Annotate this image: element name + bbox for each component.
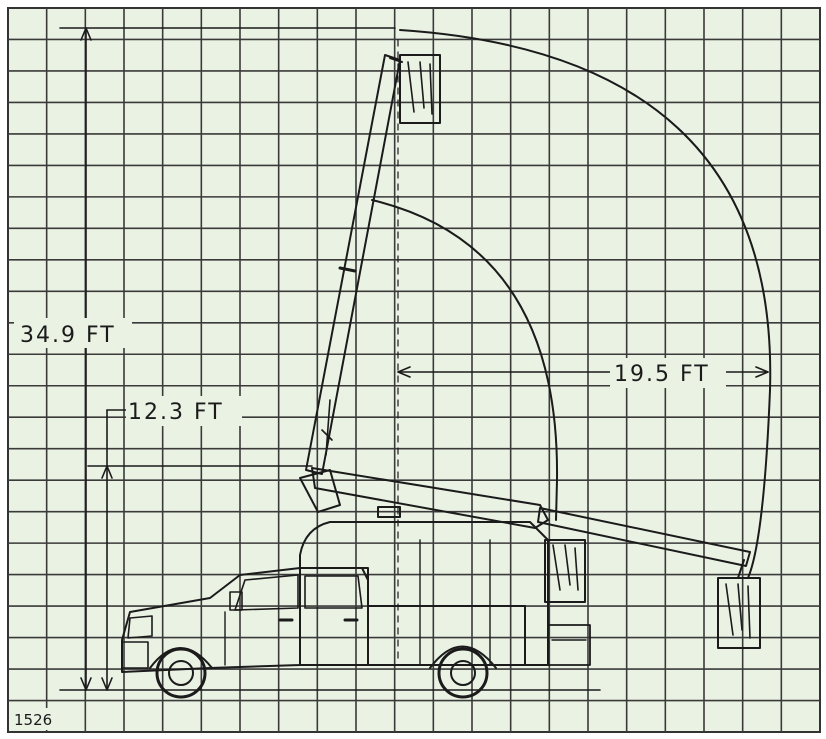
extended-bucket-mount [737,559,745,579]
horizontal-boom-arm [311,467,549,529]
reach-arrow-right [755,366,769,378]
boom-turret [299,469,341,513]
reach-label-bg [610,358,726,388]
raised-bucket [399,54,441,124]
front-wheel [155,647,207,699]
dimension-labels: 34.9 FT 12.3 FT 19.5 FT 1526 [12,318,726,730]
reach-envelope [371,29,772,579]
grid [8,8,820,732]
service-body-canopy [299,521,549,666]
raised-bucket-hatching [407,61,433,115]
drawing-number-bg [12,708,60,730]
rear-wheel [437,647,489,699]
reach-label: 19.5 FT [614,362,710,387]
rear-wheel-hub [450,660,476,686]
outer-reach-arc [399,29,772,579]
rear-window [304,575,363,609]
front-window [234,574,299,611]
mid-height-label: 12.3 FT [128,400,224,425]
horizontal-boom [311,467,761,649]
max-height-label-bg [14,318,132,348]
drawing-number: 1526 [14,711,52,729]
front-wheel-hub [168,660,194,686]
extended-bucket-hatching [725,583,751,639]
rear-wheel-arch [429,645,497,669]
boom-cylinder-rod [325,399,331,456]
mid-height-label-bg [126,396,242,426]
boom-joint [338,266,357,273]
truck-cab [121,567,301,673]
truck [121,521,591,699]
rear-bucket-hatching [552,544,579,591]
max-height-label: 34.9 FT [20,323,116,348]
max-height-arrow-top [80,27,92,41]
inner-reach-arc [371,199,559,521]
boom-rest [377,506,401,518]
rear-bucket [544,539,586,603]
side-mirror [229,591,243,611]
rear-step-box [547,624,591,666]
raised-boom [299,54,441,513]
reach-arrow-left [397,366,411,378]
front-grille [121,641,149,669]
headlight [127,615,153,639]
dimension-lines [59,27,769,691]
horizontal-boom-extension [537,507,751,567]
raised-bucket-mount [389,57,403,63]
